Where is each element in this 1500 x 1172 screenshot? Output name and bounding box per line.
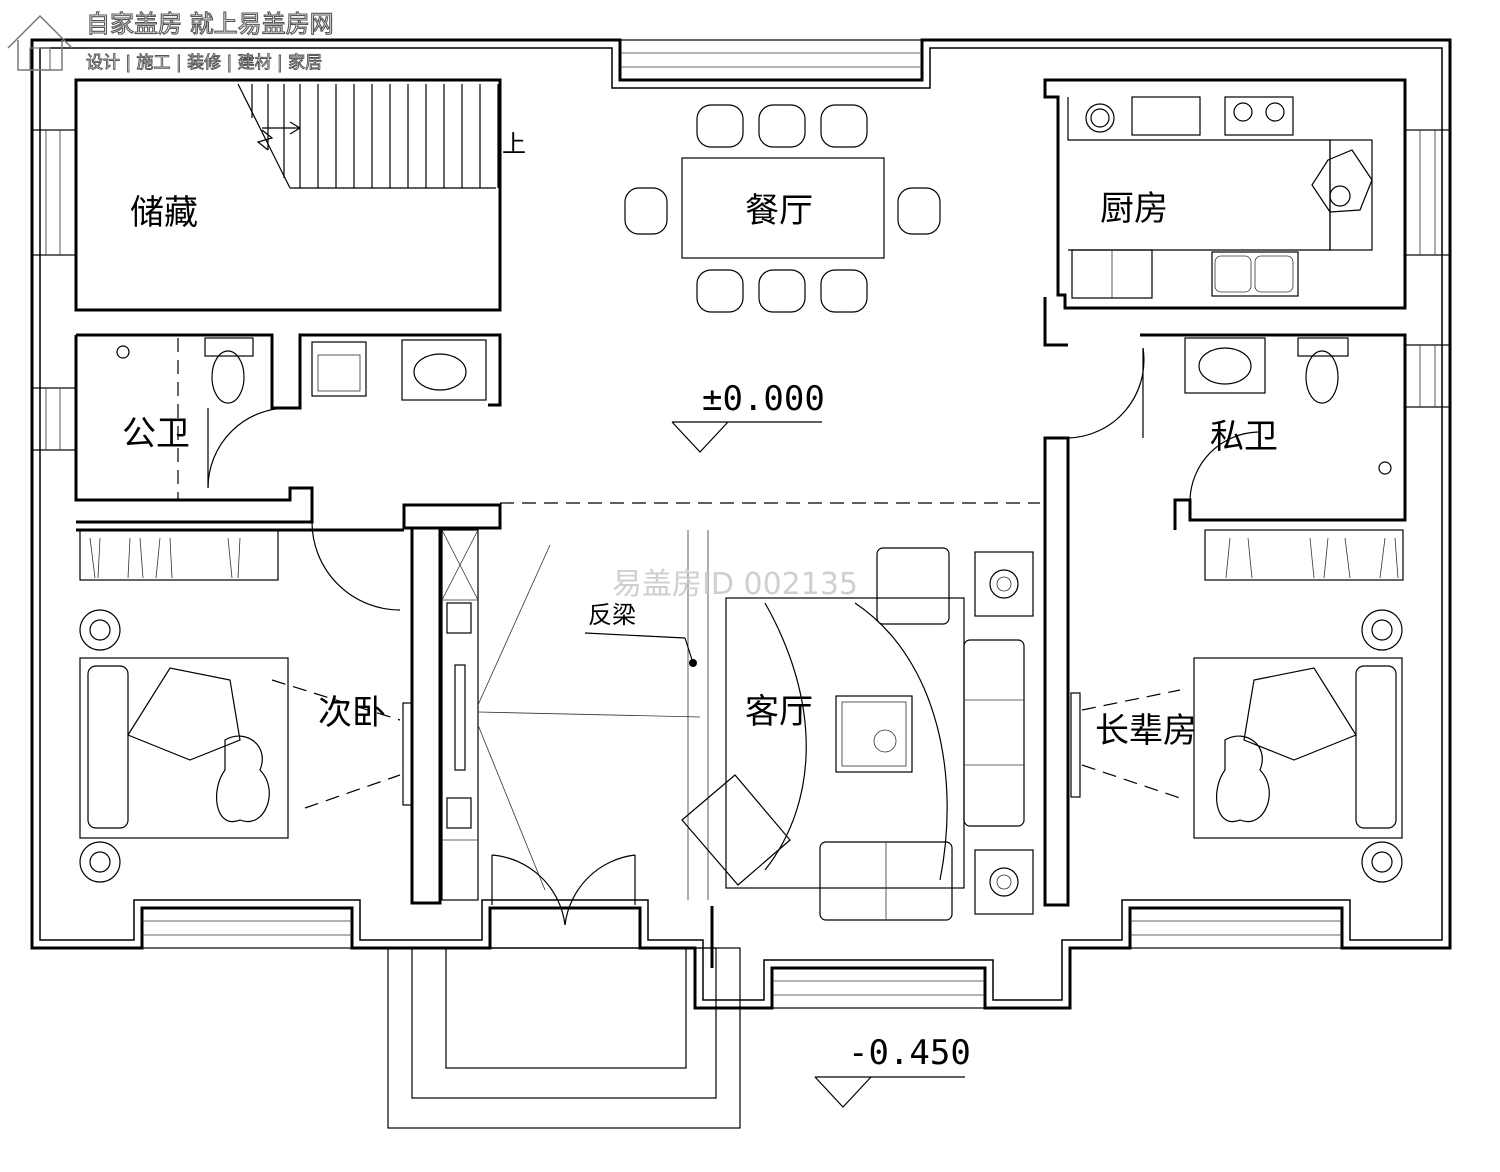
watermark-center: 易盖房ID 002135: [612, 567, 858, 602]
beam-leader: [584, 632, 686, 639]
watermark-subtitle: 设计 | 施工 | 装修 | 建材 | 家居: [86, 53, 322, 73]
watermark-logo: [7, 14, 73, 71]
stair-up-label: 上: [502, 130, 526, 158]
room-label-second-bedroom: 次卧: [318, 693, 386, 733]
elder-room-furniture: [1070, 529, 1404, 883]
kitchen-fixtures: [1067, 96, 1373, 299]
public-bath-fixtures: [116, 337, 487, 489]
room-label-storage: 储藏: [130, 193, 198, 233]
dining-set: [624, 104, 941, 313]
room-label-private-bath: 私卫: [1210, 417, 1278, 457]
second-bedroom-furniture: [79, 521, 413, 883]
interior-walls: [74, 78, 1407, 968]
room-label-living-room: 客厅: [745, 692, 813, 732]
exterior-walls: [30, 38, 1452, 1010]
level-main-label: ±0.000: [702, 379, 825, 419]
staircase: [237, 83, 499, 189]
level-marker-main: [671, 421, 822, 453]
entry-porch: [387, 947, 741, 1129]
reverse-beam-label: 反梁: [588, 601, 636, 629]
room-label-elder-room: 长辈房: [1095, 711, 1197, 751]
room-label-kitchen: 厨房: [1100, 189, 1168, 229]
dashed-lines: [177, 180, 1040, 504]
beam-leader-tail: [684, 637, 694, 664]
room-label-public-bath: 公卫: [122, 414, 190, 454]
level-marker-entry: [814, 1076, 965, 1108]
watermark-title: 自家盖房 就上易盖房网: [86, 10, 334, 38]
level-entry-label: -0.450: [848, 1033, 971, 1073]
private-bath-fixtures: [1067, 337, 1392, 501]
entry-cabinet: [441, 529, 709, 926]
living-room-furniture: [681, 547, 1034, 921]
room-label-dining: 餐厅: [745, 191, 813, 231]
